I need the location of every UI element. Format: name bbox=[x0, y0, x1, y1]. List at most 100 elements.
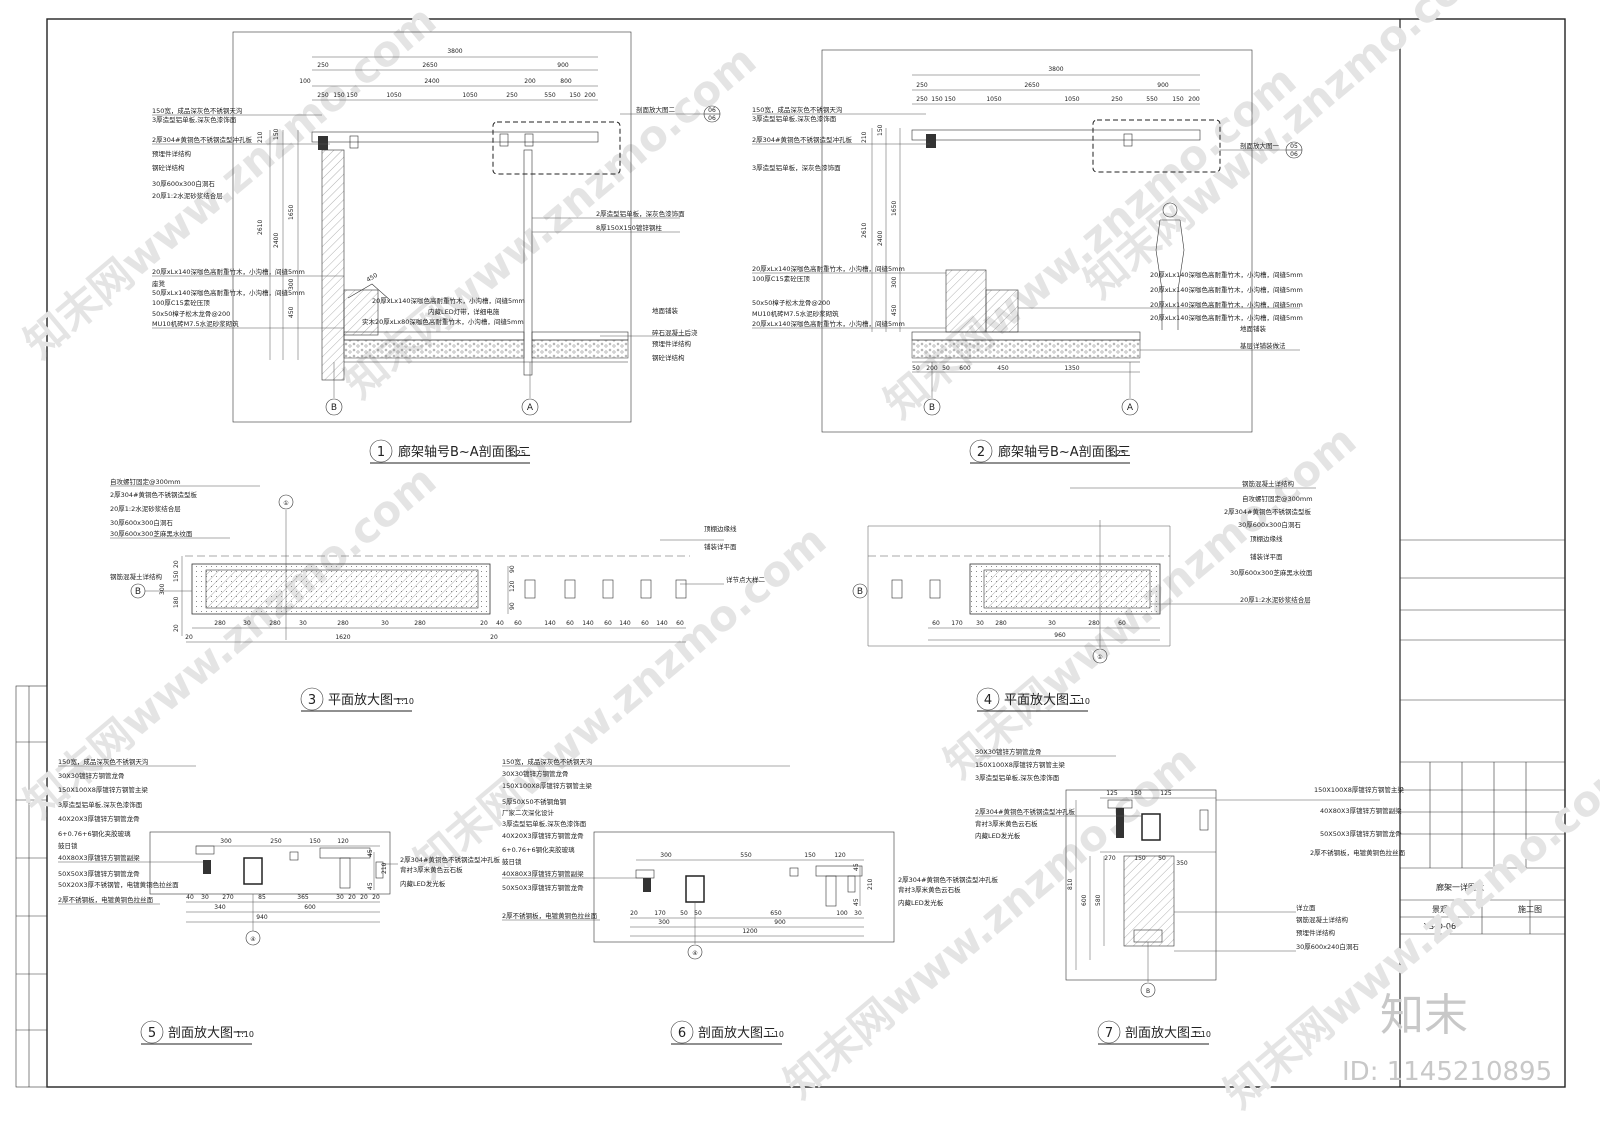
svg-text:50: 50 bbox=[942, 365, 950, 372]
svg-text:200: 200 bbox=[524, 78, 536, 85]
svg-text:550: 550 bbox=[544, 92, 556, 99]
svg-text:250: 250 bbox=[1111, 96, 1123, 103]
svg-text:150: 150 bbox=[1130, 790, 1142, 797]
svg-text:30: 30 bbox=[1048, 620, 1056, 627]
svg-text:150: 150 bbox=[173, 570, 180, 582]
svg-text:剖面放大图二: 剖面放大图二 bbox=[636, 105, 676, 114]
svg-text:①: ① bbox=[283, 500, 288, 507]
svg-text:300: 300 bbox=[658, 919, 670, 926]
svg-text:3厚造型铝单板，深灰色漆饰面: 3厚造型铝单板，深灰色漆饰面 bbox=[752, 163, 841, 172]
svg-text:钢砼详结构: 钢砼详结构 bbox=[652, 353, 685, 362]
image-id: ID: 1145210895 bbox=[1342, 1057, 1552, 1087]
svg-text:150宽，成品深灰色不锈钢天沟: 150宽，成品深灰色不锈钢天沟 bbox=[752, 105, 842, 114]
svg-text:50x50樟子松木龙骨@200: 50x50樟子松木龙骨@200 bbox=[152, 309, 230, 318]
svg-text:150X100X8厚镀锌方钢管主梁: 150X100X8厚镀锌方钢管主梁 bbox=[58, 785, 148, 794]
svg-text:碎石混凝土后浇: 碎石混凝土后浇 bbox=[652, 328, 698, 337]
svg-text:30厚600x300白洞石: 30厚600x300白洞石 bbox=[1238, 520, 1301, 529]
svg-text:30X30镀锌方钢管龙骨: 30X30镀锌方钢管龙骨 bbox=[58, 771, 125, 780]
svg-text:580: 580 bbox=[1095, 894, 1102, 906]
svg-text:B: B bbox=[135, 587, 141, 597]
svg-text:45: 45 bbox=[853, 898, 860, 906]
svg-text:剖面放大图一: 剖面放大图一 bbox=[1240, 141, 1280, 150]
svg-text:120: 120 bbox=[337, 838, 349, 845]
svg-text:450: 450 bbox=[891, 304, 898, 316]
view-6-detail: ④ 150宽，成品深灰色不锈钢天沟 30X30镀锌方钢管龙骨 150X100X8… bbox=[502, 757, 998, 960]
svg-text:150X100X8厚镀锌方钢管主梁: 150X100X8厚镀锌方钢管主梁 bbox=[1314, 785, 1404, 794]
svg-text:顶棚边缘线: 顶棚边缘线 bbox=[1250, 534, 1283, 543]
svg-text:座凳: 座凳 bbox=[152, 279, 166, 288]
svg-text:1620: 1620 bbox=[335, 634, 350, 641]
svg-text:450: 450 bbox=[288, 306, 295, 318]
svg-text:85: 85 bbox=[258, 894, 266, 901]
svg-text:40: 40 bbox=[496, 620, 504, 627]
svg-text:150: 150 bbox=[1172, 96, 1184, 103]
svg-text:280: 280 bbox=[337, 620, 349, 627]
svg-text:1050: 1050 bbox=[462, 92, 477, 99]
svg-text:1: 1 bbox=[377, 445, 385, 460]
drawing-number: YS-D-06 bbox=[1423, 922, 1456, 931]
svg-text:2400: 2400 bbox=[424, 78, 439, 85]
svg-text:180: 180 bbox=[173, 596, 180, 608]
svg-text:20: 20 bbox=[372, 894, 380, 901]
svg-text:810: 810 bbox=[1067, 878, 1074, 890]
svg-text:60: 60 bbox=[604, 620, 612, 627]
svg-text:剖面放大图二: 剖面放大图二 bbox=[698, 1026, 776, 1041]
svg-text:④: ④ bbox=[250, 936, 255, 943]
svg-text:1:25: 1:25 bbox=[1108, 449, 1126, 458]
svg-text:210: 210 bbox=[257, 131, 264, 143]
svg-text:基层详铺装做法: 基层详铺装做法 bbox=[1240, 341, 1286, 350]
svg-text:30厚600x300芝麻黑水纹面: 30厚600x300芝麻黑水纹面 bbox=[1230, 568, 1313, 577]
svg-text:300: 300 bbox=[660, 852, 672, 859]
svg-text:20厚xLx140深咖色高耐重竹木，小沟槽，间缝5mm: 20厚xLx140深咖色高耐重竹木，小沟槽，间缝5mm bbox=[372, 296, 525, 305]
svg-text:地面铺装: 地面铺装 bbox=[1240, 324, 1267, 333]
svg-text:20厚xLx140深咖色高耐重竹木，小沟槽，间缝5mm: 20厚xLx140深咖色高耐重竹木，小沟槽，间缝5mm bbox=[752, 264, 905, 273]
view-2-section: 3800 250 2650 900 250 150 150 1050 1050 … bbox=[752, 49, 1303, 433]
drawing-name: 廊架一详图六 bbox=[1436, 882, 1484, 892]
svg-text:4: 4 bbox=[984, 693, 992, 708]
svg-text:2厚304#黄铜色不锈钢造型冲孔板: 2厚304#黄铜色不锈钢造型冲孔板 bbox=[152, 135, 252, 144]
svg-text:2: 2 bbox=[977, 445, 985, 460]
svg-text:2厚304#黄铜色不锈钢造型冲孔板: 2厚304#黄铜色不锈钢造型冲孔板 bbox=[752, 135, 852, 144]
svg-text:3厚造型铝单板,深灰色漆饰面: 3厚造型铝单板,深灰色漆饰面 bbox=[752, 114, 837, 123]
svg-text:940: 940 bbox=[256, 914, 268, 921]
svg-text:2厚304#黄铜色不锈钢造型冲孔板: 2厚304#黄铜色不锈钢造型冲孔板 bbox=[898, 875, 998, 884]
svg-text:B: B bbox=[1146, 988, 1150, 995]
svg-text:20厚xLx140深咖色高耐重竹木，小沟槽，间缝5mm: 20厚xLx140深咖色高耐重竹木，小沟槽，间缝5mm bbox=[1150, 270, 1303, 279]
svg-text:125: 125 bbox=[1160, 790, 1172, 797]
svg-text:钢筋混凝土详结构: 钢筋混凝土详结构 bbox=[1296, 915, 1349, 924]
svg-text:20: 20 bbox=[173, 624, 180, 632]
svg-text:40: 40 bbox=[186, 894, 194, 901]
svg-text:270: 270 bbox=[222, 894, 234, 901]
svg-text:1:10: 1:10 bbox=[1193, 1030, 1211, 1039]
svg-text:1:10: 1:10 bbox=[1072, 697, 1090, 706]
view-title-4: 4 平面放大图二 1:10 bbox=[976, 687, 1090, 712]
svg-text:40X80X3厚镀锌方钢管副梁: 40X80X3厚镀锌方钢管副梁 bbox=[502, 869, 584, 878]
svg-text:250: 250 bbox=[916, 82, 928, 89]
svg-text:300: 300 bbox=[891, 276, 898, 288]
svg-text:40X20X3厚镀锌方钢管龙骨: 40X20X3厚镀锌方钢管龙骨 bbox=[58, 814, 140, 823]
svg-text:剖面放大图三: 剖面放大图三 bbox=[1125, 1026, 1203, 1041]
view-4-plan: B ① 钢筋混凝土详结构 自攻螺钉固定@300mm 2厚304#黄铜色不锈钢造型… bbox=[852, 479, 1316, 664]
svg-text:地面铺装: 地面铺装 bbox=[652, 306, 679, 315]
svg-text:廊架轴号B~A剖面图三: 廊架轴号B~A剖面图三 bbox=[998, 444, 1131, 460]
svg-text:150: 150 bbox=[804, 852, 816, 859]
svg-text:20厚xLx140深咖色高耐重竹木，小沟槽，间缝5mm: 20厚xLx140深咖色高耐重竹木，小沟槽，间缝5mm bbox=[1150, 313, 1303, 322]
svg-text:3厚造型铝单板,深灰色漆饰面: 3厚造型铝单板,深灰色漆饰面 bbox=[975, 773, 1060, 782]
svg-text:内藏LED灯带，详细电施: 内藏LED灯带，详细电施 bbox=[428, 307, 500, 316]
svg-text:20厚xLx140深咖色高耐重竹木，小沟槽，间缝5mm: 20厚xLx140深咖色高耐重竹木，小沟槽，间缝5mm bbox=[152, 267, 305, 276]
svg-text:3800: 3800 bbox=[1048, 66, 1063, 73]
svg-text:30厚600x300白洞石: 30厚600x300白洞石 bbox=[110, 518, 173, 527]
svg-text:MU10机砖M7.5水泥砂浆砌筑: MU10机砖M7.5水泥砂浆砌筑 bbox=[752, 309, 839, 318]
svg-text:B: B bbox=[857, 587, 863, 597]
svg-text:30厚600x300芝麻黑水纹面: 30厚600x300芝麻黑水纹面 bbox=[110, 529, 193, 538]
svg-text:45: 45 bbox=[367, 849, 374, 857]
view-title-2: 2 廊架轴号B~A剖面图三 1:25 bbox=[969, 439, 1131, 464]
view-5-detail: ④ 150宽，成品深灰色不锈钢天沟 30X30镀锌方钢管龙骨 150X100X8… bbox=[58, 757, 500, 946]
svg-text:1350: 1350 bbox=[1064, 365, 1079, 372]
svg-text:30: 30 bbox=[854, 910, 862, 917]
svg-text:250: 250 bbox=[506, 92, 518, 99]
svg-text:剖面放大图一: 剖面放大图一 bbox=[168, 1026, 246, 1041]
svg-text:20: 20 bbox=[173, 560, 180, 568]
svg-text:60: 60 bbox=[566, 620, 574, 627]
svg-text:140: 140 bbox=[582, 620, 594, 627]
